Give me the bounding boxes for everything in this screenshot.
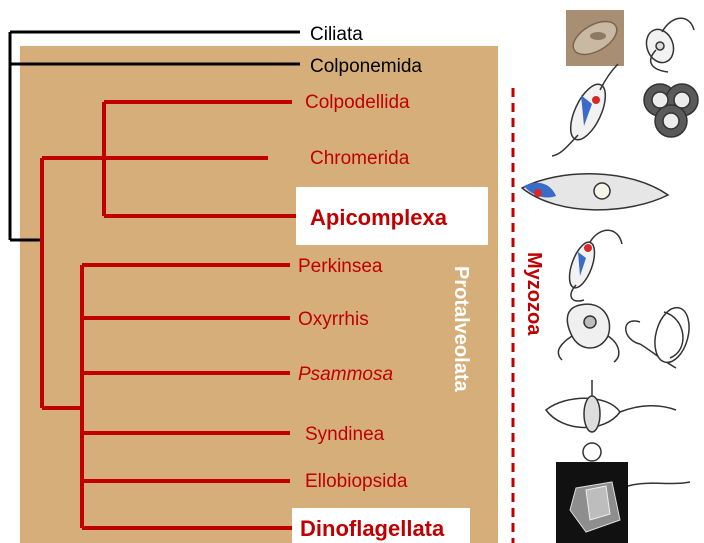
label-oxyrrhis: Oxyrrhis (298, 309, 369, 330)
label-perkinsea: Perkinsea (298, 256, 383, 277)
label-colponemida: Colponemida (310, 56, 422, 77)
label-syndinea: Syndinea (305, 424, 385, 445)
label-dinoflagellata: Dinoflagellata (300, 516, 445, 541)
organism-illustrations (522, 10, 698, 543)
group-label-protalveolata: Protalveolata (450, 266, 472, 392)
label-psammosa: Psammosa (298, 364, 393, 385)
colponemid-cell-icon (642, 18, 694, 72)
alveolata-background-box (20, 46, 498, 543)
chromerid-cyst-icon (644, 84, 698, 137)
label-colpodellida: Colpodellida (305, 92, 410, 113)
label-ciliata: Ciliata (310, 24, 363, 45)
oxyrrhis-cell-icon (558, 304, 618, 362)
group-label-myzozoa: Myzozoa (523, 252, 545, 336)
ellobiopsid-cell-icon (546, 380, 676, 432)
apicomplexan-zoite-icon (522, 174, 668, 210)
ciliate-micrograph-icon (566, 10, 624, 66)
dinoflagellate-micrograph-icon (556, 443, 690, 543)
colpodellid-cell-icon (552, 64, 618, 156)
label-chromerida: Chromerida (310, 148, 410, 169)
syndinean-cell-icon (649, 304, 694, 366)
label-ellobiopsida: Ellobiopsida (305, 471, 408, 492)
perkinsid-zoospore-icon (564, 230, 622, 301)
label-apicomplexa: Apicomplexa (310, 205, 448, 230)
